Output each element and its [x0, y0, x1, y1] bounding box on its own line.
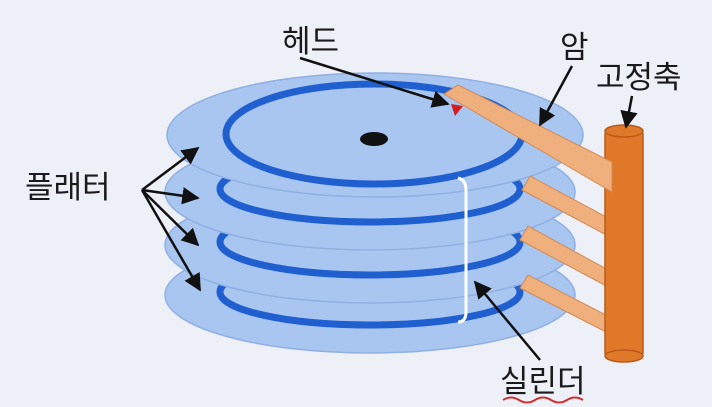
label-cylinder: 실린더 — [500, 364, 586, 400]
label-platter: 플래터 — [25, 170, 111, 206]
lower-arms — [519, 175, 613, 336]
cylinder-arrow — [473, 280, 541, 361]
top-arm — [443, 84, 613, 193]
leader-arrows — [140, 56, 638, 361]
cylinder-bracket — [457, 176, 468, 324]
platter-arrow-2 — [141, 187, 200, 205]
head-marker — [451, 104, 463, 116]
platter-arrow-1 — [141, 146, 200, 191]
platter-stack — [164, 72, 584, 354]
label-arm: 암 — [560, 30, 589, 66]
arm-arrow — [538, 65, 574, 127]
spindle — [604, 124, 644, 363]
label-spindle: 고정축 — [596, 60, 682, 96]
platter-arrow-3 — [141, 189, 200, 247]
cylinder-underline — [502, 396, 584, 404]
label-head: 헤드 — [282, 24, 339, 60]
spindle-hole — [360, 132, 388, 146]
head-arrow — [299, 56, 450, 108]
platter-arrow-4 — [140, 189, 202, 292]
spindle-arrow — [620, 95, 638, 129]
